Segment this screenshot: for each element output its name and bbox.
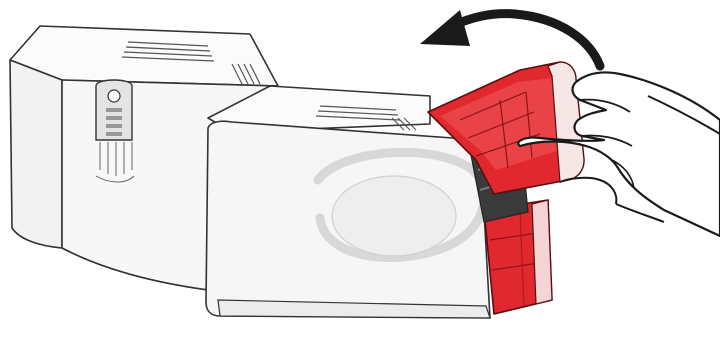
control-panel-icon (96, 80, 132, 140)
curved-arrow-icon (420, 10, 600, 66)
